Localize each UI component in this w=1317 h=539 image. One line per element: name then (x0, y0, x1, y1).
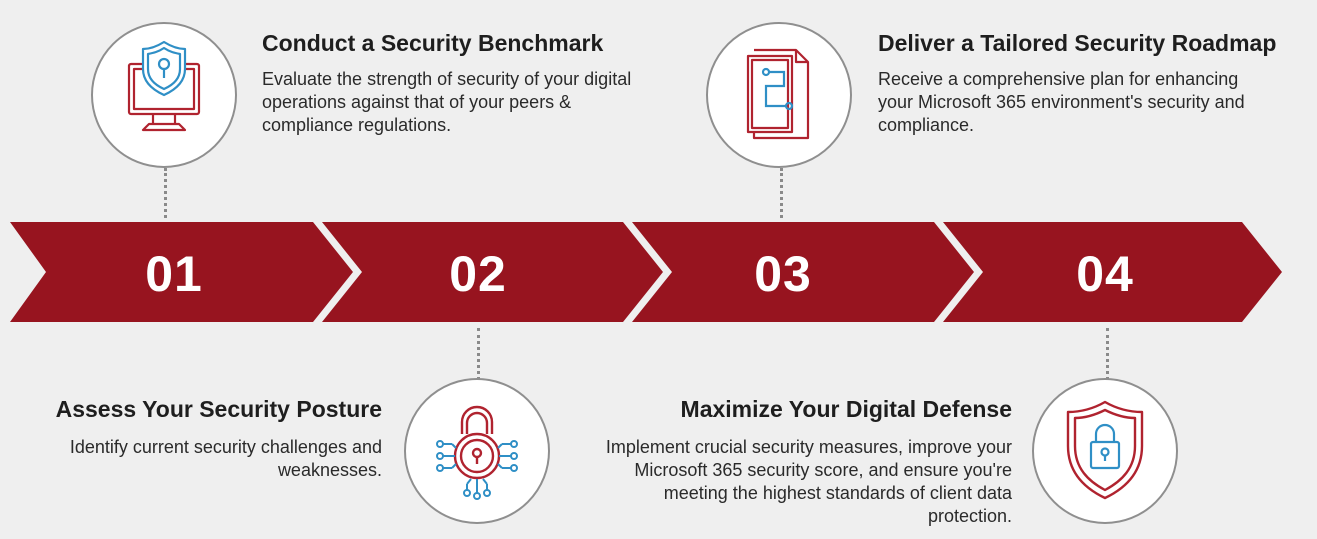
step-01-icon-circle (91, 22, 237, 168)
step-02-icon-circle (404, 378, 550, 524)
chevron-03 (632, 222, 974, 322)
step-04-icon-circle (1032, 378, 1178, 524)
connector-01 (164, 168, 167, 218)
connector-04 (1106, 328, 1109, 380)
shield-lock-icon (1066, 400, 1144, 500)
document-roadmap-icon (746, 48, 810, 140)
step-03-description: Receive a comprehensive plan for enhanci… (878, 69, 1245, 135)
step-01-title: Conduct a Security Benchmark (262, 30, 604, 56)
step-number-03: 03 (754, 246, 812, 302)
monitor-shield-icon (127, 40, 201, 132)
step-02-title: Assess Your Security Posture (55, 396, 382, 422)
step-03-icon-circle (706, 22, 852, 168)
step-04-title: Maximize Your Digital Defense (680, 396, 1012, 422)
step-04-description: Implement crucial security measures, imp… (605, 437, 1012, 526)
step-03-title: Deliver a Tailored Security Roadmap (878, 30, 1277, 56)
connector-02 (477, 328, 480, 380)
chevron-04 (943, 222, 1282, 322)
chevron-01 (10, 222, 353, 322)
step-01-description: Evaluate the strength of security of you… (262, 69, 632, 135)
step-number-01: 01 (145, 246, 203, 302)
connector-03 (780, 168, 783, 218)
circuit-padlock-icon (436, 405, 518, 500)
chevron-02 (322, 222, 663, 322)
step-02-description: Identify current security challenges and… (69, 437, 382, 480)
step-number-04: 04 (1076, 246, 1134, 302)
step-number-02: 02 (449, 246, 507, 302)
